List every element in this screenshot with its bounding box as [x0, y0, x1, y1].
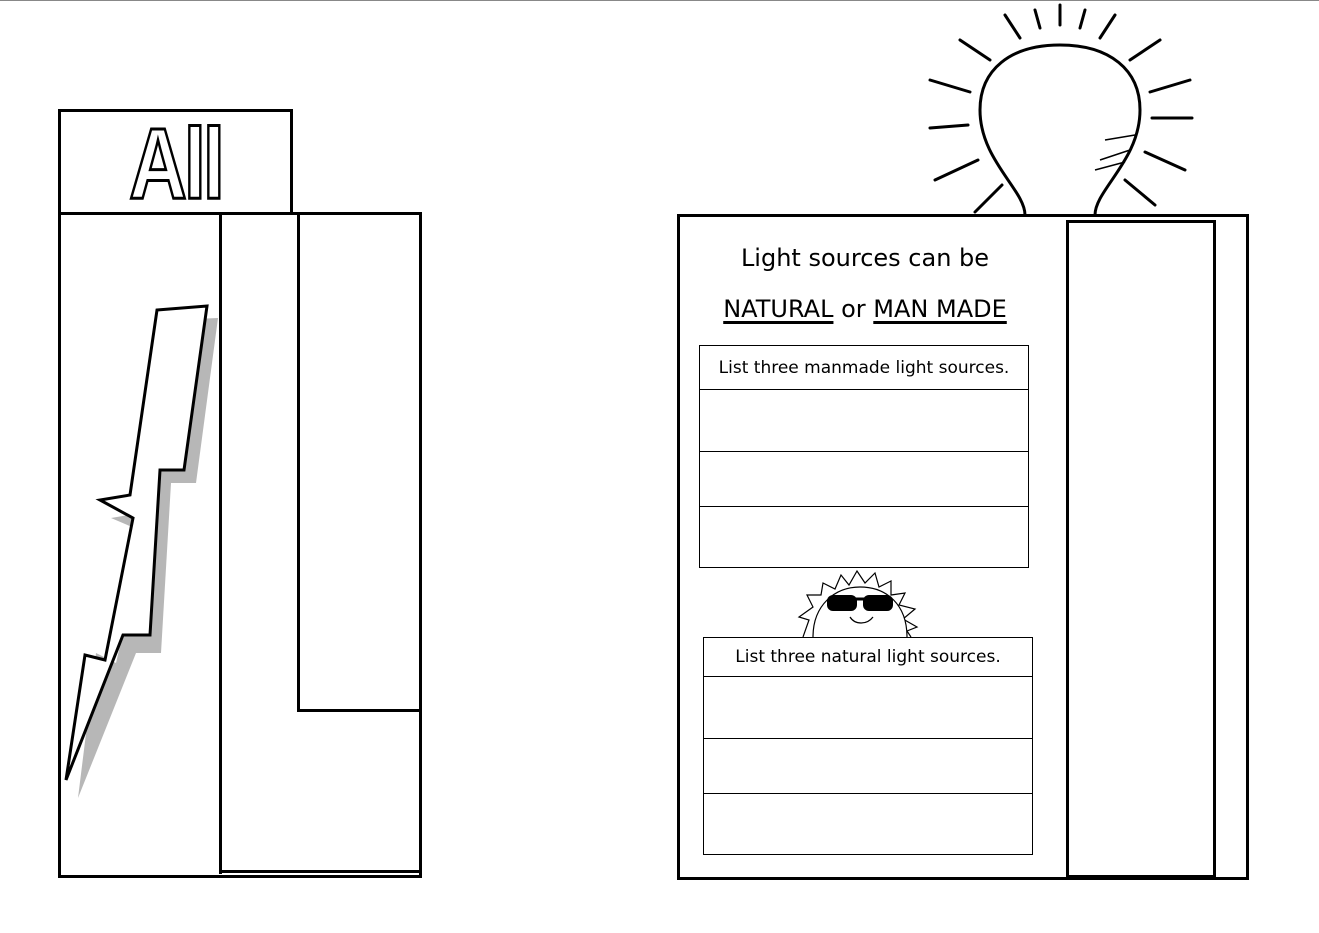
natural-label: NATURAL: [723, 295, 834, 323]
manmade-table-header: List three manmade light sources.: [699, 345, 1029, 390]
natural-answer-3[interactable]: [703, 793, 1033, 855]
man-made-label: MAN MADE: [873, 295, 1007, 323]
natural-table-header: List three natural light sources.: [703, 637, 1033, 677]
l-shape-inner-line: [297, 213, 300, 712]
natural-answer-2[interactable]: [703, 738, 1033, 794]
right-flap-panel: [677, 214, 1249, 880]
heading-line1: Light sources can be: [740, 244, 990, 272]
title-tab: All: [58, 108, 293, 220]
or-label: or: [841, 295, 866, 323]
manmade-answer-1[interactable]: [699, 389, 1029, 452]
heading-line2: NATURAL or MAN MADE: [690, 295, 1040, 323]
l-shape-corner-line: [297, 709, 420, 712]
title-all: All: [128, 108, 226, 220]
manmade-answer-3[interactable]: [699, 506, 1029, 568]
light-bulb-icon: [928, 3, 1194, 216]
sun-with-sunglasses-icon: [797, 569, 919, 638]
manmade-sources-table: List three manmade light sources.: [699, 345, 1029, 568]
lightning-bolt-icon: [64, 304, 218, 798]
manmade-answer-2[interactable]: [699, 451, 1029, 507]
left-flap-panel: [58, 212, 422, 878]
page-top-border: [0, 0, 1319, 1]
natural-sources-table: List three natural light sources.: [703, 637, 1033, 855]
fold-line: [219, 213, 222, 874]
right-fold-strip: [1066, 220, 1216, 878]
l-shape-bottom-line: [219, 870, 420, 873]
natural-answer-1[interactable]: [703, 676, 1033, 739]
